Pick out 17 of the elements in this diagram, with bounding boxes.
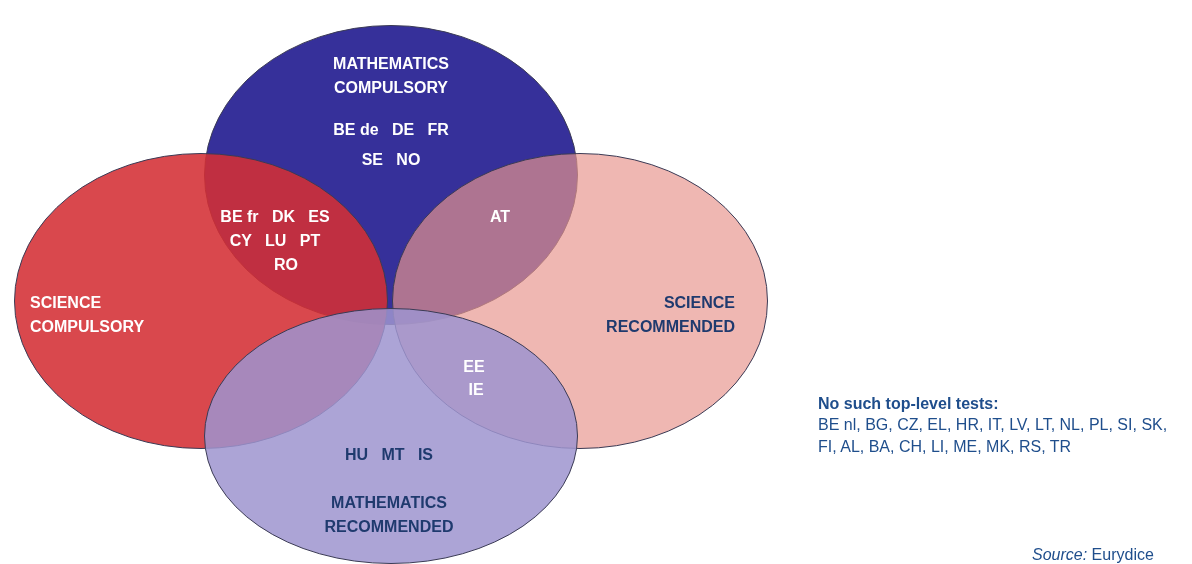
note-text: BE nl, BG, CZ, EL, HR, IT, LV, LT, NL, PL, SI, SK, FI, AL, BA, CH, LI, ME, MK, RS, TR	[818, 415, 1169, 457]
set-title: MATHEMATICS RECOMMENDED	[323, 493, 455, 537]
country-codes: AT	[489, 207, 511, 227]
set-title: SCIENCE COMPULSORY	[30, 293, 146, 337]
country-codes: RO	[274, 255, 298, 275]
country-codes: SE NO	[361, 150, 421, 170]
country-codes: BE fr DK ES	[220, 207, 330, 227]
country-codes: CY LU PT	[229, 231, 321, 251]
venn-ellipse	[204, 308, 578, 564]
source-note: Source: Eurydice	[1032, 546, 1154, 564]
country-codes: BE de DE FR	[333, 120, 449, 140]
set-title: MATHEMATICS COMPULSORY	[332, 54, 450, 98]
note-heading: No such top-level tests:	[818, 394, 999, 414]
country-codes: HU MT IS	[345, 445, 433, 465]
set-title: SCIENCE RECOMMENDED	[605, 293, 735, 337]
country-codes: IE	[468, 380, 484, 400]
country-codes: EE	[463, 357, 485, 377]
